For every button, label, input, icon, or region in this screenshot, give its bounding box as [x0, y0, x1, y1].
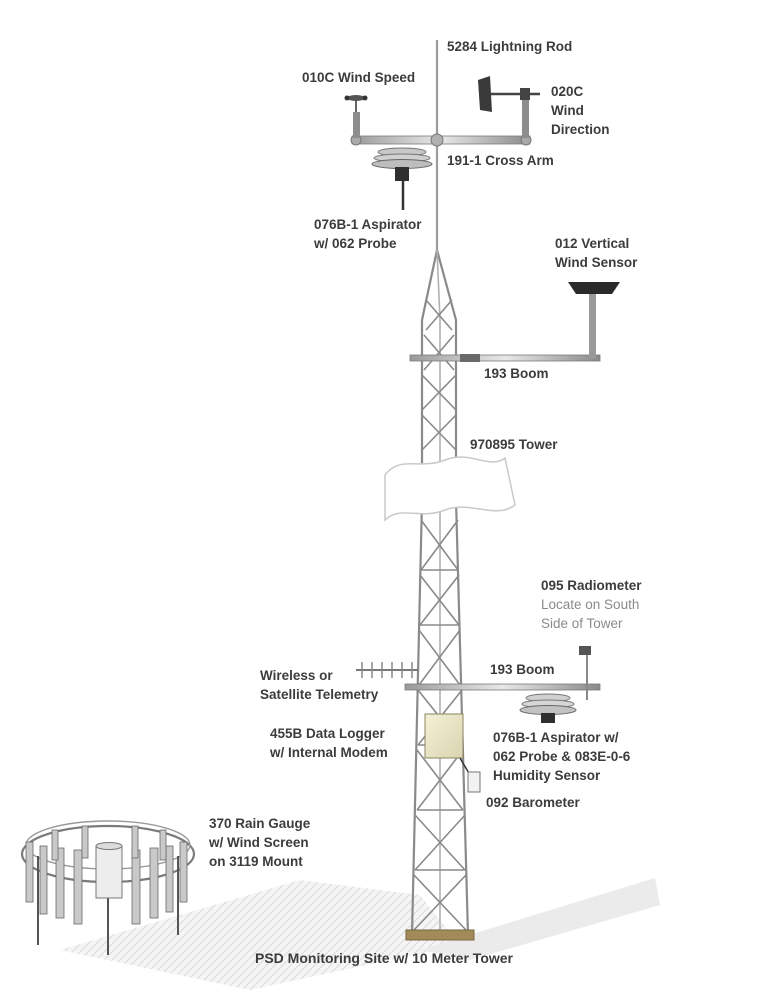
label-rain-gauge-line-2: w/ Wind Screen [209, 835, 309, 850]
label-radiometer-note-line-2: Side of Tower [541, 616, 623, 631]
barometer [467, 771, 481, 793]
label-lightning-rod: 5284 Lightning Rod [447, 39, 573, 54]
cross-arm [350, 133, 532, 147]
label-vertical-wind-line-1: 012 Vertical [555, 236, 630, 251]
label-barometer: 092 Barometer [486, 795, 580, 810]
label-aspirator-top: 076B-1 Aspirator w/ 062 Probe [314, 215, 422, 253]
label-aspirator-lower-line-3: Humidity Sensor [493, 768, 601, 783]
label-wind-direction-line-3: Direction [551, 122, 610, 137]
label-rain-gauge: 370 Rain Gauge w/ Wind Screen on 3119 Mo… [209, 814, 310, 871]
label-vertical-wind: 012 Vertical Wind Sensor [555, 234, 637, 272]
lattice-tower [410, 249, 470, 936]
label-telemetry-line-2: Satellite Telemetry [260, 687, 379, 702]
label-cross-arm: 191-1 Cross Arm [447, 153, 554, 168]
label-tower: 970895 Tower [470, 437, 558, 452]
diagram-caption: PSD Monitoring Site w/ 10 Meter Tower [255, 950, 513, 966]
label-rain-gauge-line-3: on 3119 Mount [209, 854, 303, 869]
label-radiometer: 095 Radiometer [541, 578, 642, 593]
label-aspirator-top-line-2: w/ 062 Probe [314, 236, 397, 251]
ground-shadow [60, 878, 660, 990]
tower-base [405, 929, 475, 941]
label-aspirator-lower: 076B-1 Aspirator w/ 062 Probe & 083E-0-6… [493, 728, 630, 785]
label-boom-upper: 193 Boom [484, 366, 549, 381]
wind-speed-sensor [344, 95, 368, 138]
label-wind-speed: 010C Wind Speed [302, 70, 416, 85]
boom-upper [409, 282, 620, 362]
rain-gauge [20, 820, 196, 955]
label-wind-direction-line-1: 020C [551, 84, 584, 99]
label-wind-direction: 020C Wind Direction [551, 82, 610, 139]
label-radiometer-note: Locate on South Side of Tower [541, 595, 639, 633]
label-vertical-wind-line-2: Wind Sensor [555, 255, 638, 270]
label-wind-direction-line-2: Wind [551, 103, 584, 118]
data-logger [424, 713, 471, 776]
aspirator-top [371, 147, 433, 210]
tower-break [384, 456, 516, 522]
label-radiometer-note-line-1: Locate on South [541, 597, 640, 612]
wind-direction-sensor [478, 76, 540, 138]
label-telemetry: Wireless or Satellite Telemetry [260, 666, 378, 704]
label-rain-gauge-line-1: 370 Rain Gauge [209, 816, 311, 831]
label-telemetry-line-1: Wireless or [260, 668, 333, 683]
label-data-logger-line-2: w/ Internal Modem [270, 745, 388, 760]
label-aspirator-top-line-1: 076B-1 Aspirator [314, 217, 422, 232]
label-aspirator-lower-line-2: 062 Probe & 083E-0-6 [493, 749, 631, 764]
label-data-logger-line-1: 455B Data Logger [270, 726, 385, 741]
label-data-logger: 455B Data Logger w/ Internal Modem [270, 724, 388, 762]
label-aspirator-lower-line-1: 076B-1 Aspirator w/ [493, 730, 619, 745]
boom-lower [356, 646, 601, 723]
label-boom-lower: 193 Boom [490, 662, 555, 677]
